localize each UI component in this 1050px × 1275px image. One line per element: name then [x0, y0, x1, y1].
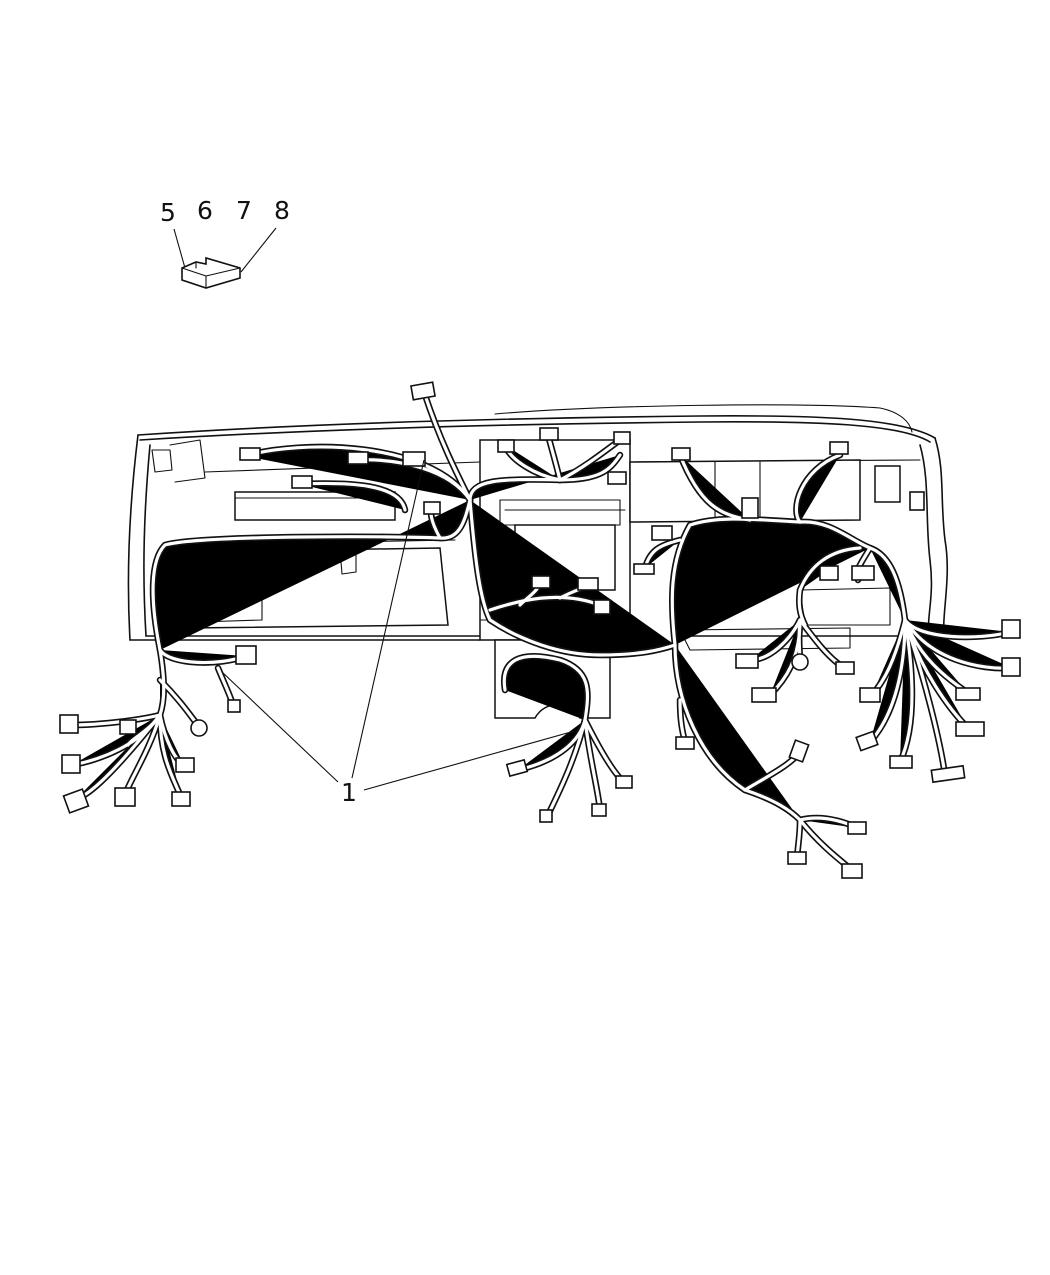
fuse-icon: [181, 256, 241, 289]
connector-icon: [59, 381, 1021, 879]
callout-label-6: 6: [197, 196, 213, 225]
callout-label-7: 7: [236, 196, 252, 225]
callout-label-8: 8: [274, 196, 290, 225]
fuse-callout-group: 5 6 7 8: [160, 196, 290, 289]
leader-line-8: [240, 227, 277, 273]
leader-line-1c: [363, 729, 579, 791]
leader-line-1a: [221, 671, 339, 783]
harness-callout-group: 1: [221, 459, 579, 807]
wiring-harness-icon: [59, 381, 1021, 879]
leader-line-5: [173, 228, 186, 269]
callout-label-1: 1: [341, 778, 357, 807]
leader-line-1b: [351, 459, 425, 779]
callout-label-5: 5: [160, 198, 176, 227]
